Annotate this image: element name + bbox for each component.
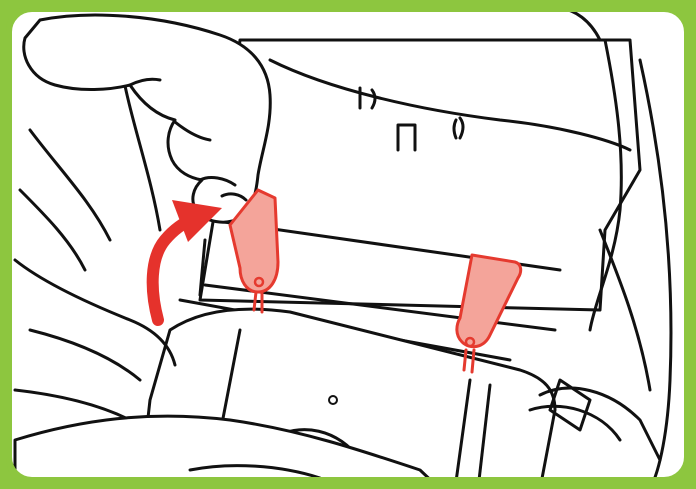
hand [24,15,271,222]
seat-left-frame [15,60,175,420]
